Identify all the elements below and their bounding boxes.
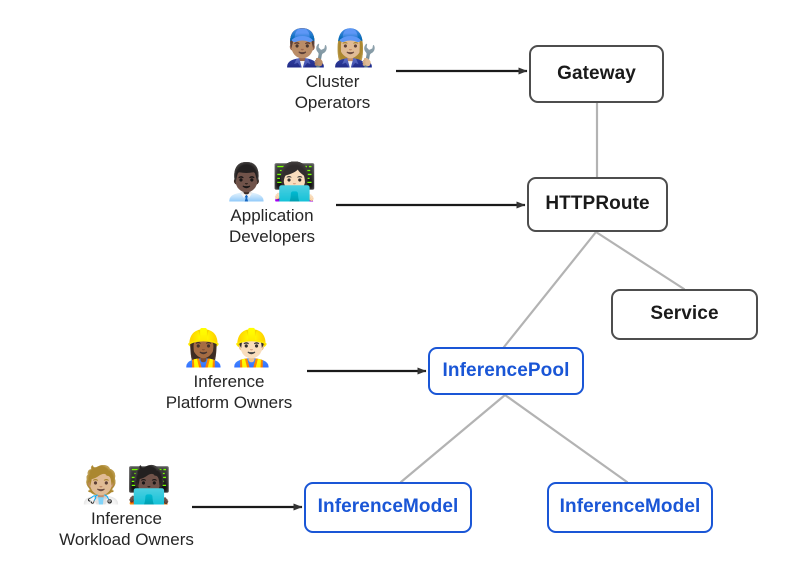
node-service[interactable]: Service	[611, 289, 758, 340]
actor-label-cluster-operators-line1: Cluster	[305, 72, 360, 91]
node-inferencemodel-1[interactable]: InferenceModel	[304, 482, 472, 533]
edge-httproute-service	[594, 230, 686, 291]
actor-label-cluster-operators-line2: Operators	[294, 93, 371, 112]
node-inferencemodel-2[interactable]: InferenceModel	[547, 482, 713, 533]
node-gateway[interactable]: Gateway	[529, 45, 664, 103]
node-inferencepool[interactable]: InferencePool	[428, 347, 584, 395]
node-httproute[interactable]: HTTPRoute	[527, 177, 668, 232]
node-label-inferencemodel-1: InferenceModel	[317, 496, 459, 518]
actor-label-inference-platform-owners-line2: Platform Owners	[165, 393, 293, 412]
man-office-worker-icon-woman-technologist-icon: 👨🏿‍💼👩🏻‍💻	[224, 162, 320, 203]
actor-label-inference-platform-owners-line1: Inference	[193, 372, 265, 391]
health-worker-icon-technologist-icon: 🧑🏼‍⚕️🧑🏿‍💻	[78, 465, 175, 506]
node-label-httproute: HTTPRoute	[545, 193, 650, 215]
actor-label-inference-workload-owners-line2: Workload Owners	[59, 530, 194, 549]
woman-construction-worker-icon-man-construction-worker-icon: 👷🏾‍♀️👷🏻‍♂️	[181, 328, 277, 369]
connector-lines	[399, 101, 686, 484]
node-label-inferencepool: InferencePool	[442, 359, 570, 381]
node-label-gateway: Gateway	[557, 62, 636, 84]
actor-label-application-developers-line2: Developers	[229, 227, 315, 246]
man-mechanic-icon-woman-mechanic-icon: 👨🏽‍🔧👩🏼‍🔧	[284, 28, 381, 69]
edge-httproute-inferencepool	[502, 230, 598, 349]
actor-arrows	[192, 67, 528, 511]
node-label-inferencemodel-2: InferenceModel	[559, 496, 701, 518]
node-label-service: Service	[650, 303, 719, 325]
actor-label-application-developers-line1: Application	[230, 206, 314, 225]
edge-inferencepool-model1	[399, 393, 507, 484]
edge-inferencepool-model2	[503, 393, 629, 484]
actor-label-inference-workload-owners-line1: Inference	[91, 509, 162, 528]
